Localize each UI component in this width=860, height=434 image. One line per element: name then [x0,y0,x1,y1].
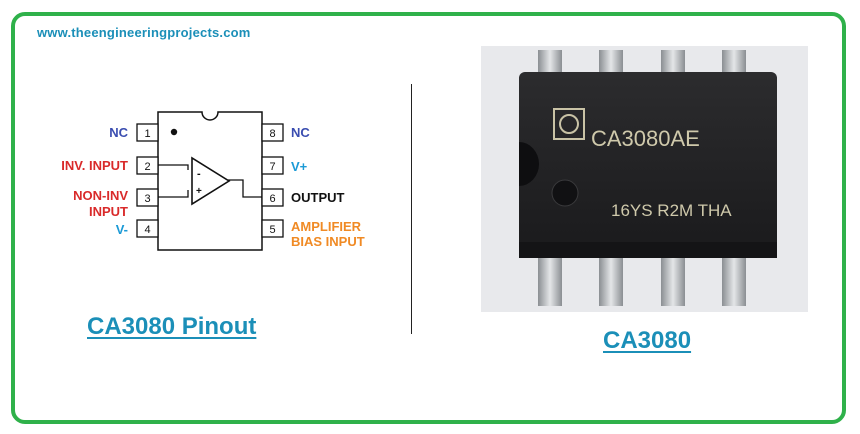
pin-label-8: NC [291,125,310,140]
pin-label-3-line1: NON-INV [73,188,128,203]
pin-number-3: 3 [144,193,150,205]
pinout-diagram: 1 2 3 4 8 7 6 5 - + [136,111,284,251]
pin-label-1: NC [109,125,128,140]
pin-box-8 [261,123,284,142]
pin1-dot [170,128,178,136]
pin-label-2: INV. INPUT [61,158,128,173]
pin-box-5 [261,219,284,238]
site-url[interactable]: www.theengineeringprojects.com [37,25,251,40]
vertical-divider [411,84,412,334]
pin-box-4 [136,219,159,238]
wire-noninv-input [158,190,189,198]
outer-frame [11,12,846,424]
pin-number-7: 7 [269,161,275,173]
photo-caption-link[interactable]: CA3080 [603,327,692,354]
opamp-plus-sign: + [196,186,202,197]
opamp-minus-sign: - [197,168,201,180]
pin-box-7 [261,156,284,175]
chip-marking-line2: 16YS R2M THA [611,201,732,220]
pin-number-4: 4 [144,224,150,236]
pinout-title-link[interactable]: CA3080 Pinout [87,313,257,340]
pin-label-5-line2: BIAS INPUT [291,234,365,249]
pin-number-8: 8 [269,128,275,140]
wire-output [228,179,262,198]
pin-label-6: OUTPUT [291,190,345,205]
pin-number-6: 6 [269,193,275,205]
wire-inv-input [158,164,189,170]
pin-number-5: 5 [269,224,275,236]
chip-photo: CA3080AE 16YS R2M THA [481,46,808,312]
pin-label-5-line1: AMPLIFIER [291,219,362,234]
pin-box-1 [136,123,159,142]
opamp-symbol [191,156,231,206]
pin-number-2: 2 [144,161,150,173]
pin-label-4: V- [115,222,128,237]
pin-number-1: 1 [144,128,150,140]
chip-marking-line1: CA3080AE [591,126,700,151]
pin-label-3-line2: INPUT [89,204,128,219]
pin-label-7: V+ [291,159,308,174]
